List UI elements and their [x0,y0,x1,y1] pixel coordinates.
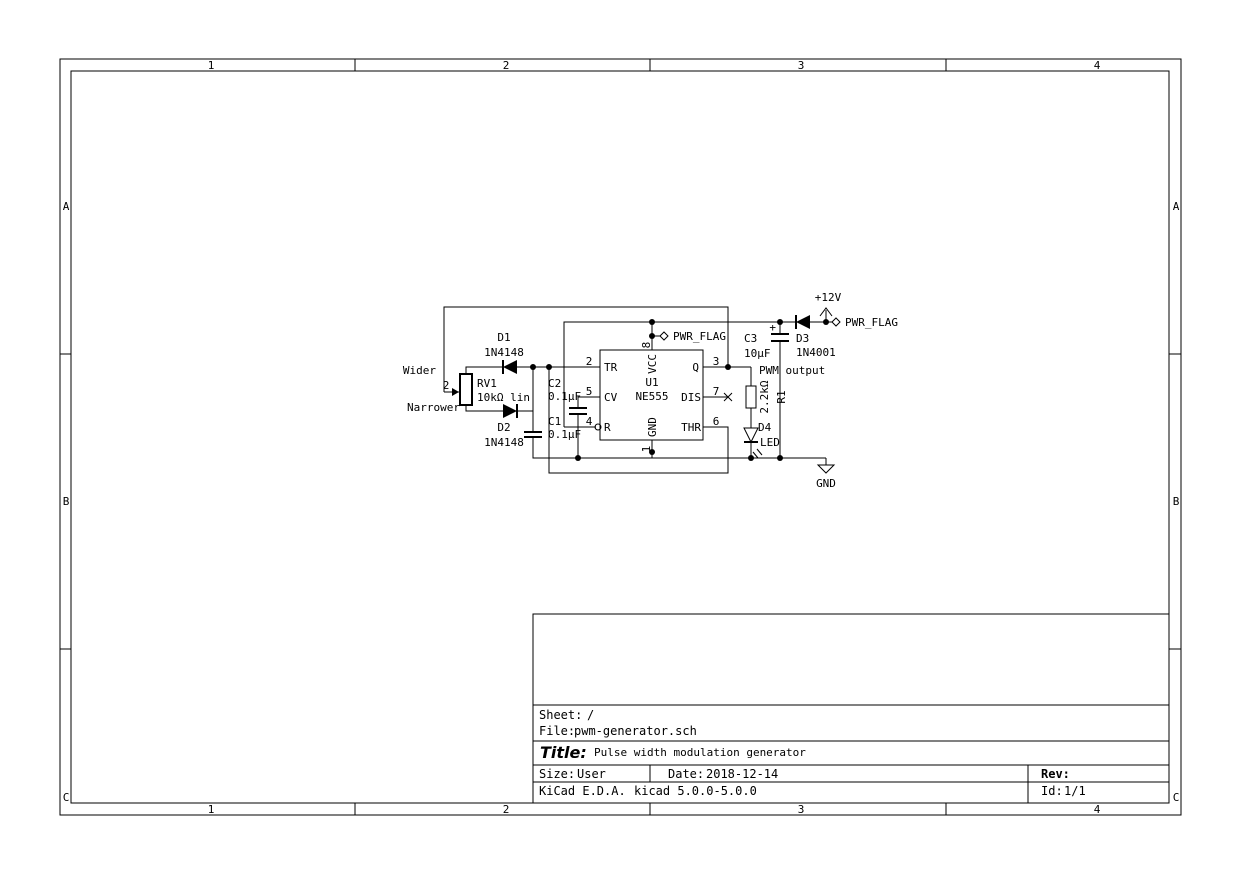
title-label: Title: [540,743,587,762]
c3-value: 10µF [744,347,771,360]
label-narrower: Narrower [407,401,460,414]
c2-value: 0.1µF [548,390,581,403]
rv1-potentiometer [452,373,473,406]
rev-label: Rev: [1041,767,1070,781]
inner-frame [70,70,1170,804]
file-value: pwm-generator.sch [574,724,697,738]
u1-pin-vcc: VCC [646,354,659,374]
d4-value: LED [760,436,780,449]
u1-pin-num-4: 4 [586,415,593,428]
date-label: Date: [668,767,704,781]
col-label-top-4: 4 [1094,59,1101,72]
col-label-top-2: 2 [503,59,510,72]
u1-pin-num-5: 5 [586,385,593,398]
u1-pin-dis: DIS [681,391,701,404]
pwr-flag-2-symbol [826,317,841,327]
file-label: File: [539,724,575,738]
c3-ref: C3 [744,332,757,345]
row-label-right-b: B [1173,495,1180,508]
gnd-power-symbol [816,464,836,474]
c2-ref: C2 [548,377,561,390]
row-label-right-c: C [1173,791,1180,804]
d3-value: 1N4001 [796,346,836,359]
u1-pin-r: R [604,421,611,434]
c1-value: 0.1µF [548,428,581,441]
u1-pin-num-2: 2 [586,355,593,368]
u1-pin-num-8: 8 [640,342,653,349]
sheet-value: / [587,708,594,722]
col-label-bottom-4: 4 [1094,803,1101,816]
d1-ref: D1 [497,331,510,344]
d4-ref: D4 [758,421,772,434]
u1-pin-q: Q [692,361,699,374]
c3-polarity: + [769,321,776,334]
wires [443,306,827,474]
rv1-value: 10kΩ lin [477,391,530,404]
pwr-flag-1-label: PWR_FLAG [673,330,726,343]
row-label-right-a: A [1173,200,1180,213]
u1-pin-num-3: 3 [713,355,720,368]
rv1-ref: RV1 [477,377,497,390]
pwr-flag-2-label: PWR_FLAG [845,316,898,329]
d2-ref: D2 [497,421,510,434]
frame-ticks [60,59,1181,815]
label-pwm-output: PWM output [759,364,825,377]
size-value: User [577,767,606,781]
r1-resistor [745,385,757,409]
vcc-power-symbol [819,307,833,317]
size-label: Size: [539,767,575,781]
col-label-top-3: 3 [798,59,805,72]
row-label-left-c: C [63,791,70,804]
pwr-flag-1-symbol [652,331,669,341]
u1-pin-tr: TR [604,361,618,374]
col-label-bottom-2: 2 [503,803,510,816]
c1-capacitor [524,431,542,442]
u1-pin-gnd: GND [646,417,659,437]
u1-ne555 [589,336,715,452]
col-label-bottom-3: 3 [798,803,805,816]
vcc-label: +12V [815,291,842,304]
row-label-left-a: A [63,200,70,213]
c3-capacitor [771,333,789,342]
c2-capacitor [569,407,587,415]
c1-ref: C1 [548,415,561,428]
d1-value: 1N4148 [484,346,524,359]
gnd-label: GND [816,477,836,490]
r1-value: 2.2kΩ [758,380,771,413]
u1-pin-num-6: 6 [713,415,720,428]
id-label: Id: [1041,784,1063,798]
sheet-label: Sheet: [539,708,582,722]
col-label-bottom-1: 1 [208,803,215,816]
d2-diode [503,404,518,418]
u1-pin-num-1: 1 [640,446,653,453]
tool-label: KiCad E.D.A. [539,784,626,798]
d4-led [743,427,763,459]
d2-value: 1N4148 [484,436,524,449]
tool-value: kicad 5.0.0-5.0.0 [634,784,757,798]
u1-pin-num-7: 7 [713,385,720,398]
d3-ref: D3 [796,332,809,345]
row-label-left-b: B [63,495,70,508]
date-value: 2018-12-14 [706,767,778,781]
outer-frame [59,58,1182,816]
title-block [532,613,1170,804]
u1-value: NE555 [635,390,668,403]
d1-diode [502,360,517,374]
u1-ref: U1 [645,376,658,389]
u1-pin-cv: CV [604,391,618,404]
title-value: Pulse width modulation generator [594,746,806,759]
col-label-top-1: 1 [208,59,215,72]
u1-pin-thr: THR [681,421,701,434]
id-value: 1/1 [1064,784,1086,798]
r1-ref: R1 [775,390,788,403]
rv1-pin-num: 2 [443,379,450,392]
label-wider: Wider [403,364,436,377]
d3-diode [795,315,810,329]
